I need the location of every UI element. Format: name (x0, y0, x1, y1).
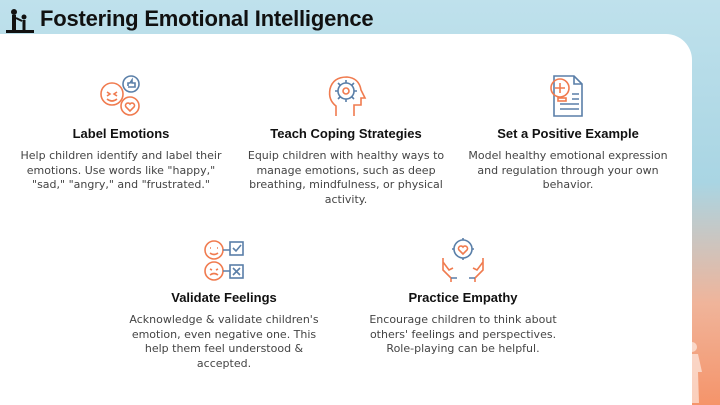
item-description: Encourage children to think about others… (369, 313, 557, 355)
mood-checklist-icon (204, 240, 244, 281)
family-logo-icon (6, 9, 34, 33)
item-description: Acknowledge & validate children's emotio… (129, 313, 319, 370)
item-heading: Validate Feelings (171, 290, 277, 305)
item-coping-strategies: Teach Coping Strategies Equip children w… (236, 72, 456, 207)
emotions-icon (100, 75, 140, 116)
item-heading: Teach Coping Strategies (270, 126, 422, 141)
item-heading: Set a Positive Example (497, 126, 639, 141)
item-positive-example: Set a Positive Example Model healthy emo… (458, 72, 678, 193)
gear-head-icon (328, 76, 367, 116)
document-plus-icon (550, 75, 583, 117)
item-heading: Practice Empathy (408, 290, 518, 305)
item-description: Model healthy emotional expression and r… (468, 149, 668, 191)
family-silhouette-icon (624, 340, 702, 403)
item-heading: Label Emotions (72, 126, 170, 141)
page-title: Fostering Emotional Intelligence (40, 6, 374, 31)
item-label-emotions: Label Emotions Help children identify an… (11, 72, 231, 193)
item-validate-feelings: Validate Feelings Acknowledge & validate… (114, 236, 334, 371)
item-description: Equip children with healthy ways to mana… (247, 149, 445, 206)
caring-hands-icon (442, 238, 484, 282)
item-practice-empathy: Practice Empathy Encourage children to t… (353, 236, 573, 357)
item-description: Help children identify and label their e… (20, 149, 222, 191)
